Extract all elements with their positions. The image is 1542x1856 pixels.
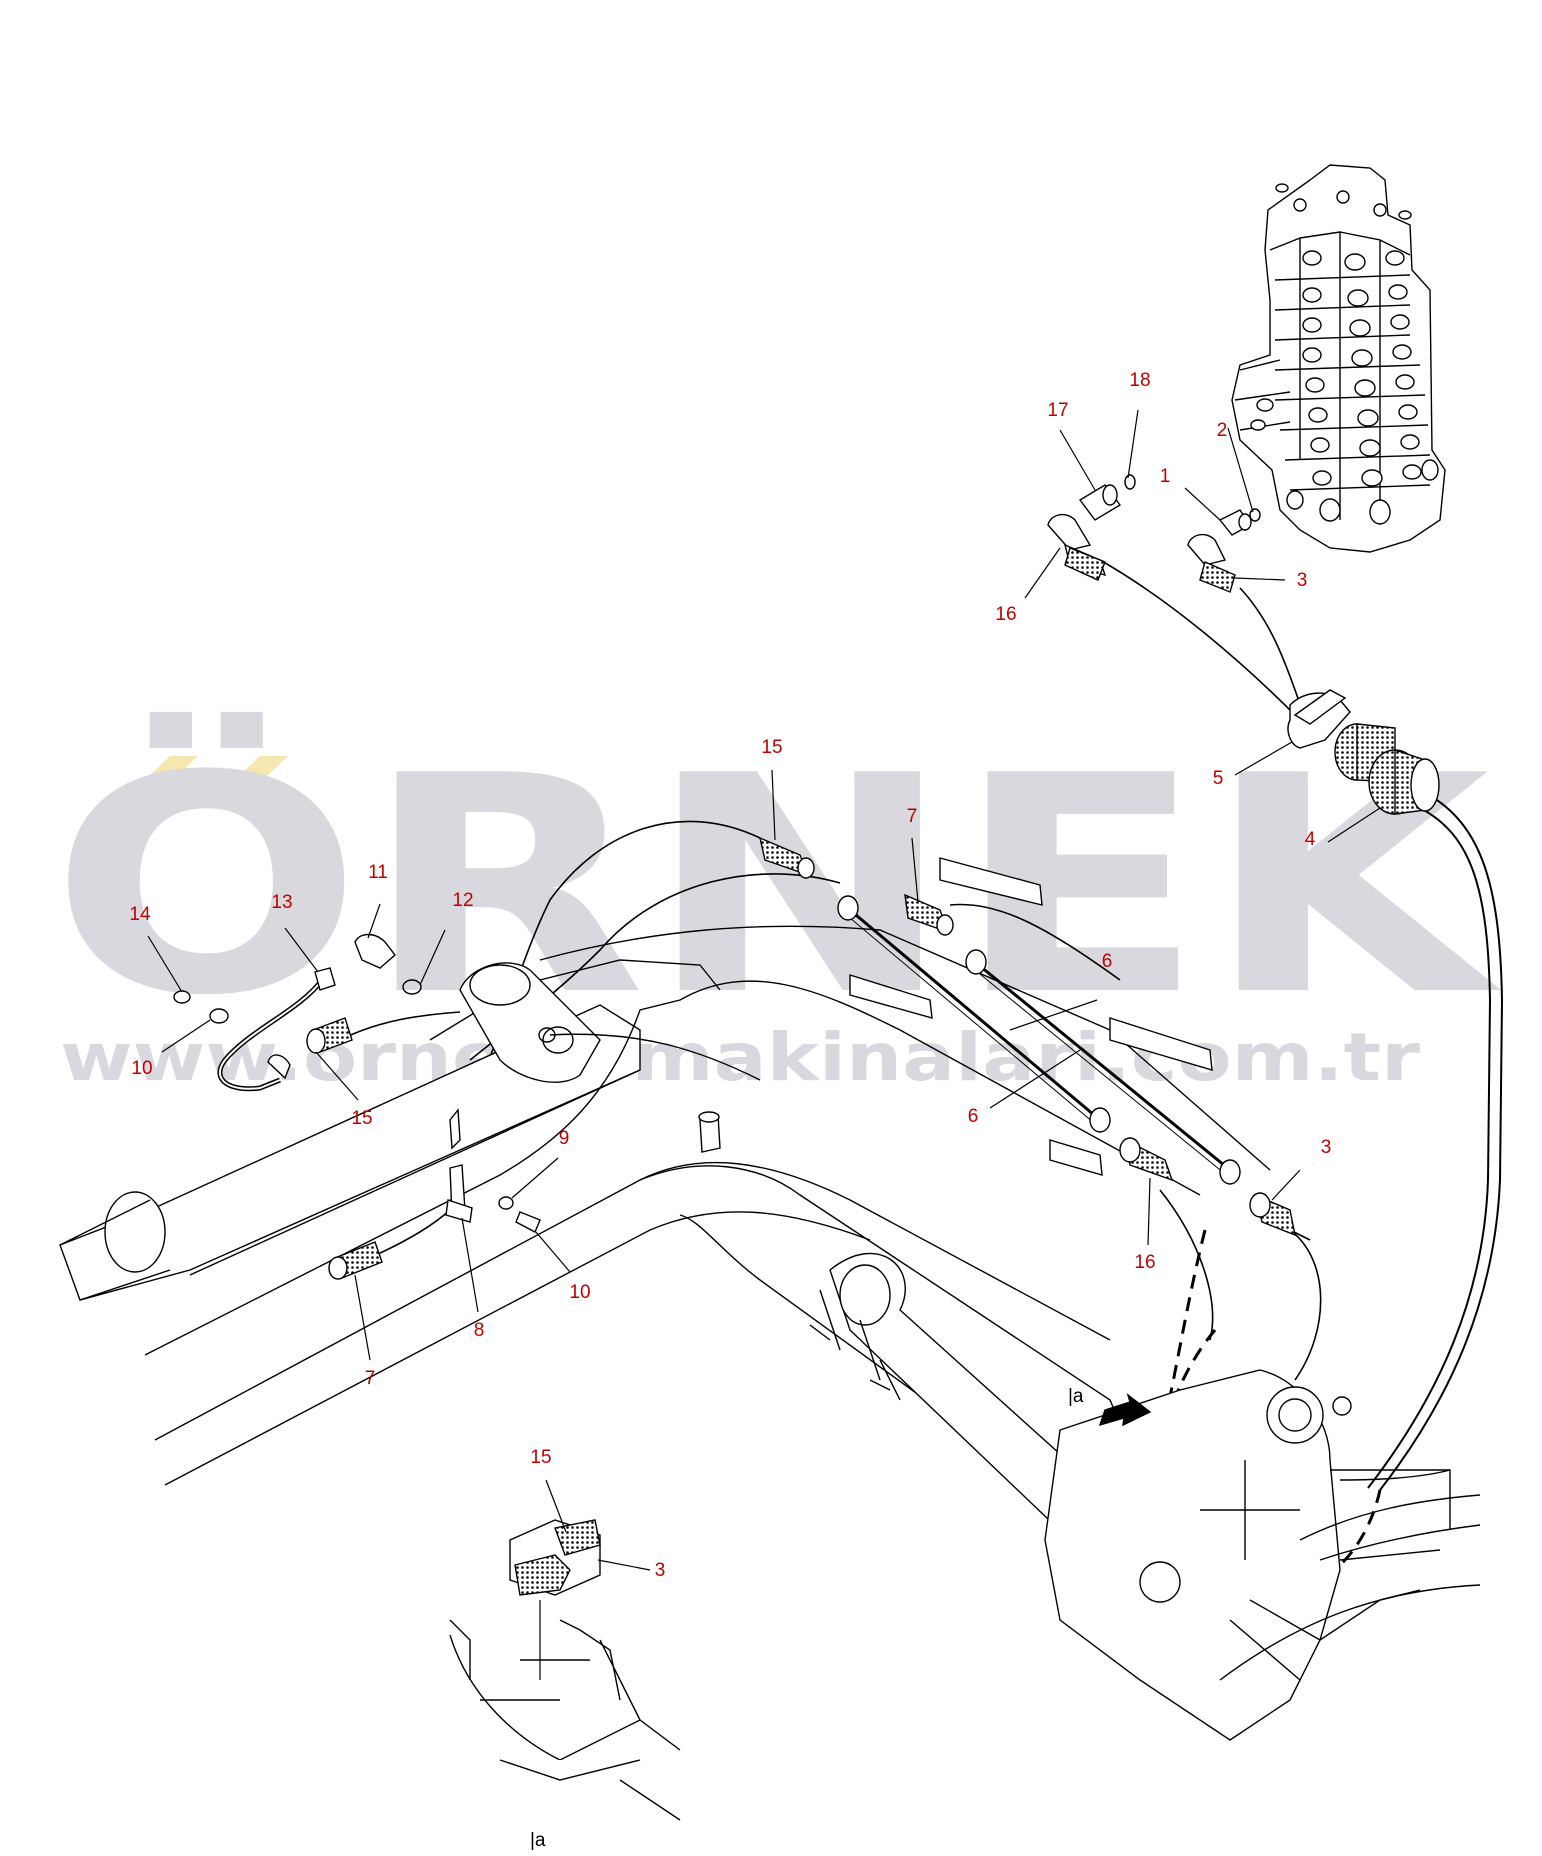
callout-15: 15 — [351, 1108, 372, 1129]
boom-structure — [59, 857, 1481, 1741]
hose-bundle — [1379, 789, 1504, 1491]
callout-3: 3 — [1297, 570, 1308, 591]
view-marks: |a |a — [530, 1386, 1084, 1851]
callout-16: 16 — [995, 604, 1016, 625]
callout-10: 10 — [569, 1282, 590, 1303]
view-mark-a-detail: |a — [530, 1830, 546, 1851]
callout-15: 15 — [761, 737, 782, 758]
callout-14: 14 — [129, 904, 151, 925]
fittings — [173, 474, 1440, 1821]
callout-3: 3 — [655, 1560, 666, 1581]
callout-7: 7 — [907, 806, 918, 827]
callout-10: 10 — [131, 1058, 152, 1079]
leader-lines — [147, 409, 1381, 1680]
watermark: ÖRNEK www.ornekismakinalari.com.tr — [50, 709, 1504, 1096]
watermark-accent-mark — [222, 756, 288, 792]
callout-2: 2 — [1217, 420, 1228, 441]
callout-9: 9 — [559, 1128, 570, 1149]
callout-13: 13 — [271, 892, 292, 913]
control-valve-assembly — [1231, 164, 1446, 553]
steel-pipe — [849, 908, 1101, 1122]
view-mark-a: |a — [1068, 1386, 1084, 1407]
callout-1: 1 — [1160, 466, 1171, 487]
watermark-accent-mark — [132, 756, 198, 792]
callout-5: 5 — [1213, 768, 1224, 789]
callout-17: 17 — [1047, 400, 1068, 421]
hose-clamp — [1287, 692, 1351, 749]
steel-pipe — [974, 960, 1231, 1172]
callout-labels: 18 17 2 1 3 16 5 4 15 7 6 6 14 13 11 12 … — [129, 370, 1331, 1581]
view-arrow — [1098, 1393, 1152, 1427]
hose-connector — [1334, 723, 1440, 815]
callout-3: 3 — [1321, 1137, 1332, 1158]
callout-16: 16 — [1134, 1252, 1155, 1273]
callout-6: 6 — [968, 1106, 979, 1127]
callout-18: 18 — [1129, 370, 1150, 391]
callout-12: 12 — [452, 890, 473, 911]
callout-6: 6 — [1102, 951, 1113, 972]
boom-cylinder — [59, 1004, 641, 1301]
watermark-brand: ÖRNEK — [50, 709, 1504, 1061]
callout-15: 15 — [530, 1447, 551, 1468]
callout-8: 8 — [474, 1320, 485, 1341]
callout-11: 11 — [368, 862, 388, 883]
callout-4: 4 — [1305, 829, 1316, 850]
callout-7: 7 — [365, 1368, 376, 1389]
